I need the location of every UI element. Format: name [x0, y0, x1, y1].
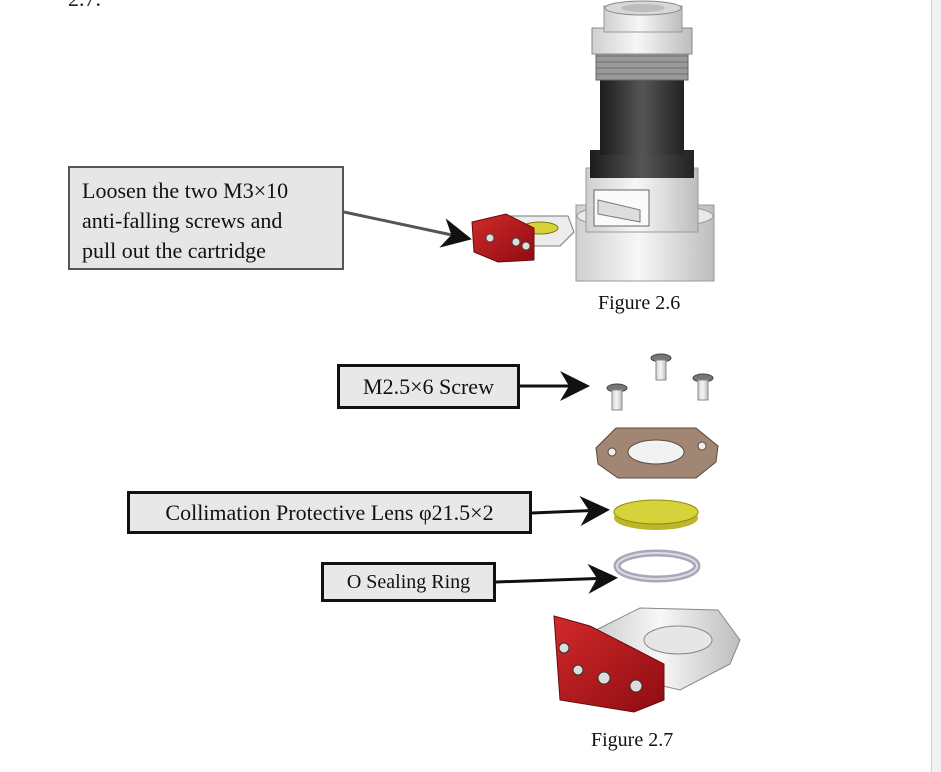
figure-2-6-caption: Figure 2.6: [598, 292, 681, 314]
callout-arrow-cartridge: [343, 210, 472, 248]
callout-protective-lens: Collimation Protective Lens φ21.5×2: [127, 491, 532, 534]
callout-line-1: Loosen the two M3×10: [82, 178, 289, 203]
screw-parts: [606, 353, 714, 411]
exploded-view-illustration: [553, 353, 741, 713]
callout-line-3: pull out the cartridge: [82, 238, 266, 263]
callout-arrow-ring: [495, 563, 618, 594]
collimator-head-illustration: [471, 0, 715, 282]
figure-2-7-caption: Figure 2.7: [591, 729, 674, 751]
page-edge: [931, 0, 941, 772]
callout-line-2: anti-falling screws and: [82, 208, 283, 233]
callout-screw: M2.5×6 Screw: [337, 364, 520, 409]
callout-sealing-ring: O Sealing Ring: [321, 562, 496, 602]
section-number: 2.7.: [68, 0, 101, 12]
callout-loosen-screws: Loosen the two M3×10 anti-falling screws…: [68, 166, 344, 270]
callout-arrow-lens: [531, 496, 610, 526]
